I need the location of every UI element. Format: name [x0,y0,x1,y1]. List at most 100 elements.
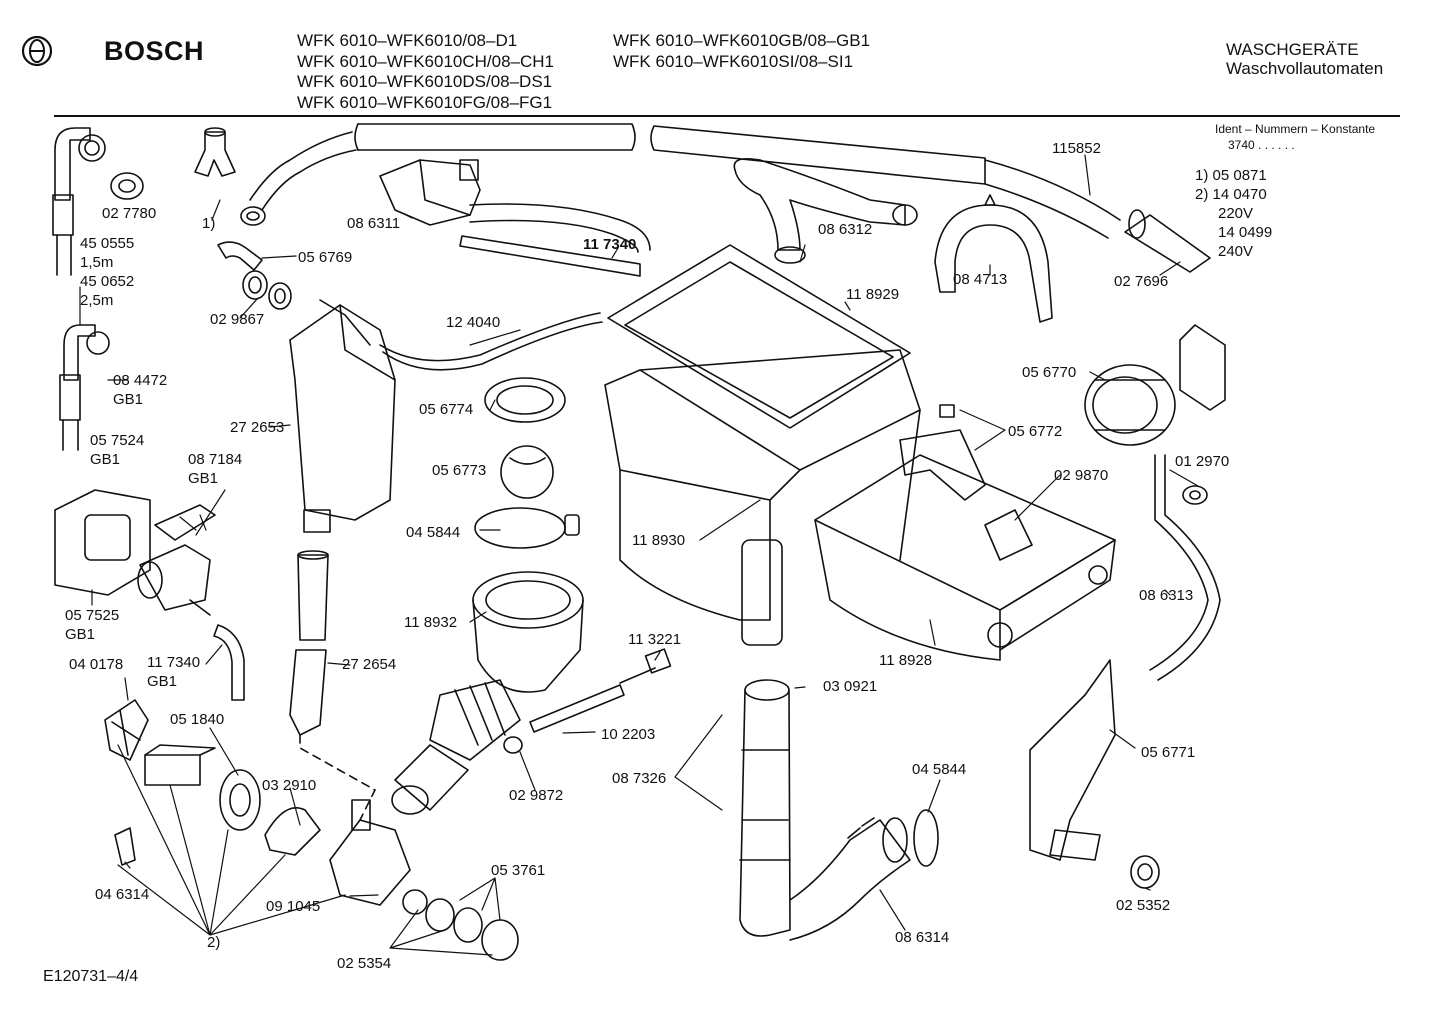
drawer-cover-118929 [607,244,911,429]
rotor-051840 [219,769,261,831]
label-118930: 11 8930 [632,532,686,549]
hose-117340-gb [213,624,245,701]
hose-clamp-027780 [110,172,144,200]
model-line-1: WFK 6010–WFK6010/08–D1 [297,31,518,50]
frame-029870 [984,509,1033,561]
tray-118928 [814,454,1116,661]
category-subtitle: Waschvollautomaten [1226,59,1384,78]
leader-lines [79,154,1199,956]
label-056769: 05 6769 [298,249,353,266]
model-line-4: WFK 6010–WFK6010FG/08–FG1 [297,93,553,112]
label-027696: 02 7696 [1114,273,1169,290]
label-045844-a: 04 5844 [406,524,461,541]
pressure-chamber-272653 [289,299,396,533]
cover-032910 [264,807,321,856]
label-056771: 05 6771 [1141,744,1196,761]
model-line-3: WFK 6010–WFK6010DS/08–DS1 [297,72,553,91]
corrugated-hose-left [240,131,357,226]
top-hose [354,123,986,185]
ball-056773 [500,445,554,499]
rod-102203 [529,648,672,733]
label-272654: 27 2654 [342,656,397,673]
label-030921: 03 0921 [823,678,878,695]
ring-045844-b [913,809,939,867]
plate-057524 [54,489,151,596]
bosch-logo [20,34,54,73]
label-117340-bold: 11 7340 [583,236,637,253]
sump-118932 [472,571,584,693]
hose-086312 [733,157,918,264]
fan-040178 [104,699,149,761]
assembly-line [299,734,376,821]
model-line-5: WFK 6010–WFK6010GB/08–GB1 [613,31,871,50]
seal-029867 [242,270,292,310]
y-connector [194,127,236,177]
bracket-087184 [154,504,216,541]
nut-029872 [503,736,523,754]
label-note-2: 2) [207,934,221,951]
hose-117340 [459,203,651,277]
label-450555: 45 0555 [80,235,135,252]
label-056773: 05 6773 [432,462,487,479]
label-length-1-5m: 1,5m [80,254,114,271]
legend-line-2: 2) 14 0470 [1195,186,1267,203]
label-117340: 11 7340 [147,654,201,671]
label-118932: 11 8932 [404,614,458,631]
pump-housing-091045 [329,799,411,906]
legend-line-5: 240V [1218,243,1254,260]
label-086312: 08 6312 [818,221,873,238]
drawer-housing-118930 [604,349,921,646]
ident-value: 3740 . . . . . . [1228,138,1295,152]
label-091045: 09 1045 [266,898,321,915]
bellows [391,679,521,815]
ident-title: Ident – Nummern – Konstante [1215,122,1376,136]
label-025354: 02 5354 [337,955,392,972]
label-length-2-5m: 2,5m [80,292,114,309]
label-029872: 02 9872 [509,787,564,804]
label-087184: 08 7184 [188,451,243,468]
label-note-1: 1) [202,215,216,232]
label-086313: 08 6313 [1139,587,1194,604]
label-118928: 11 8928 [879,652,933,669]
cap-046314 [114,827,136,866]
drain-hose-long [52,127,106,276]
label-124040: 12 4040 [446,314,501,331]
tube-124040 [379,312,603,371]
label-113221: 11 3221 [628,631,682,648]
hose-086313 [1149,454,1221,681]
corrugated-hose-right [984,159,1121,239]
switch-056770 [1084,364,1176,446]
label-450652: 45 0652 [80,273,135,290]
label-025352: 02 5352 [1116,897,1171,914]
label-046314: 04 6314 [95,886,150,903]
label-gb-117340: GB1 [147,673,178,690]
label-051840: 05 1840 [170,711,225,728]
label-086311: 08 6311 [347,215,401,232]
label-gb-087184: GB1 [188,470,219,487]
label-056772: 05 6772 [1008,423,1063,440]
bosch-armature-icon [21,35,53,67]
label-053761: 05 3761 [491,862,546,879]
label-087326: 08 7326 [612,770,667,787]
nut-012970 [1182,485,1208,505]
legend-line-4: 14 0499 [1218,224,1273,241]
label-272653: 27 2653 [230,419,285,436]
label-102203: 10 2203 [601,726,656,743]
legend-line-1: 1) 05 0871 [1195,167,1267,184]
label-084472: 08 4472 [113,372,168,389]
label-027780: 02 7780 [102,205,157,222]
label-056774: 05 6774 [419,401,474,418]
bracket-plate [1179,324,1226,411]
label-gb-084472: GB1 [113,391,144,408]
category-title: WASCHGERÄTE [1226,40,1359,59]
bracket-084713 [934,194,1053,323]
drain-hose-gb [59,324,110,451]
grommet-025352 [1130,855,1160,889]
connector-027696 [1124,209,1211,273]
label-gb-057525: GB1 [65,626,96,643]
label-057525: 05 7525 [65,607,120,624]
label-057524: 05 7524 [90,432,145,449]
legend-line-3: 220V [1218,205,1254,222]
label-032910: 03 2910 [262,777,317,794]
